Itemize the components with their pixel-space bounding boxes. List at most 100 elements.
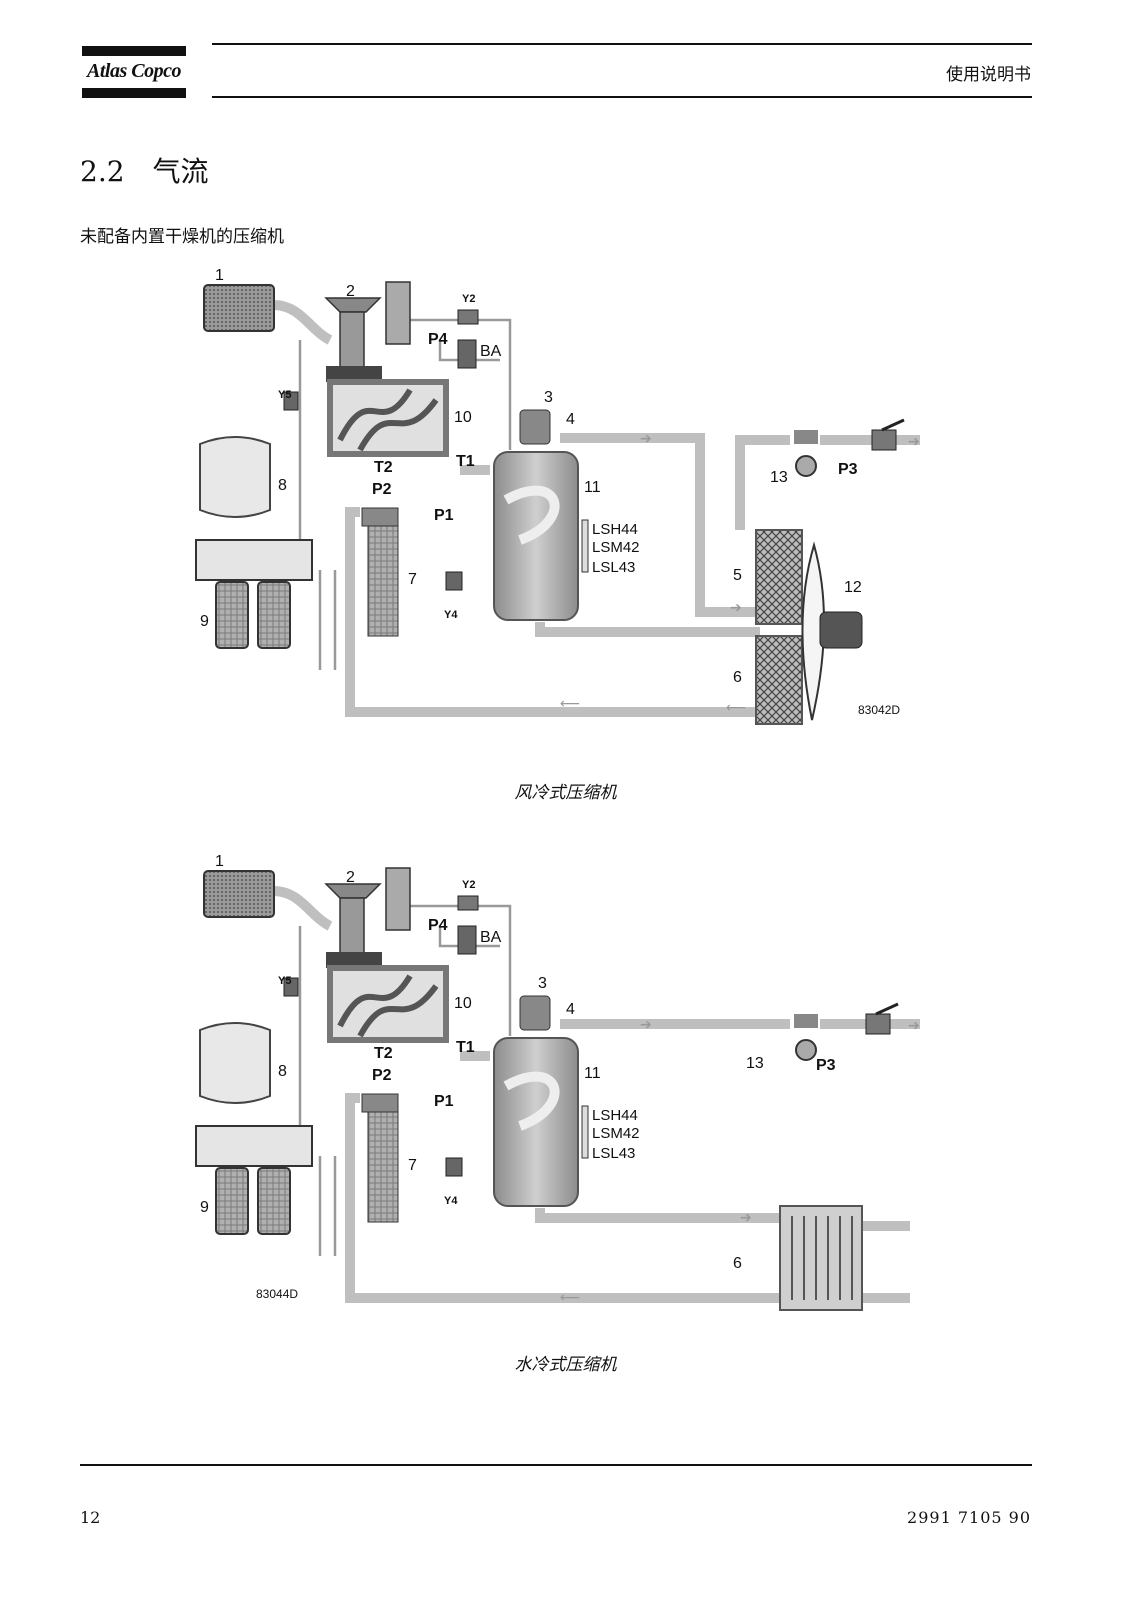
label-t1: T1 [456, 453, 475, 470]
label-lsl43: LSL43 [592, 1145, 635, 1162]
document-number: 2991 7105 90 [907, 1508, 1031, 1527]
label-13: 13 [746, 1055, 764, 1072]
label-6: 6 [733, 1255, 742, 1272]
label-2: 2 [346, 869, 355, 886]
label-lsl43: LSL43 [592, 559, 635, 576]
svg-text:➔: ➔ [640, 1016, 652, 1032]
label-t2: T2 [374, 459, 393, 476]
label-lsh44: LSH44 [592, 521, 638, 538]
svg-text:➔: ➔ [740, 1209, 752, 1225]
outlet-ball-valve [865, 1002, 899, 1035]
figure-caption: 风冷式压缩机 [514, 783, 617, 803]
label-p3: P3 [816, 1057, 836, 1074]
swirl-arrow [503, 485, 560, 545]
label-ba: BA [480, 929, 502, 946]
label-p1: P1 [434, 507, 454, 524]
label-lsh44: LSH44 [592, 1107, 638, 1124]
section-subtitle: 未配备内置干燥机的压缩机 [80, 227, 284, 247]
label-p4: P4 [428, 917, 448, 934]
water-separator-13 [794, 430, 818, 477]
flow-arrow-glyphs: ➔➔⟵⟵➔ [560, 430, 920, 715]
diagram-labels: 1 2 3 4 6 7 8 9 10 11 13 Y2 Y4 Y5 P4 BA … [200, 853, 836, 1301]
svg-text:⟵: ⟵ [726, 699, 746, 715]
label-lsm42: LSM42 [592, 1125, 640, 1142]
fan-motor [819, 611, 863, 649]
label-11: 11 [584, 1065, 601, 1082]
label-p4: P4 [428, 331, 448, 348]
thin-lines [298, 318, 512, 670]
label-p2: P2 [372, 481, 392, 498]
svg-text:⟵: ⟵ [560, 1289, 580, 1305]
blow-off-valve-ba [457, 925, 477, 955]
air-filter [203, 284, 275, 332]
diagram-labels: 1 2 3 4 5 6 7 8 9 10 11 12 13 Y2 Y4 Y5 P… [200, 267, 900, 717]
figure-caption: 水冷式压缩机 [514, 1355, 617, 1375]
svg-text:➔: ➔ [730, 599, 742, 615]
label-t1: T1 [456, 1039, 475, 1056]
label-3: 3 [544, 389, 553, 406]
figure-code: 83042D [858, 703, 900, 717]
label-7: 7 [408, 1157, 417, 1174]
filter-9b [257, 581, 291, 649]
vessel-8 [199, 436, 271, 518]
valve-y2 [457, 895, 479, 911]
inlet-valve [324, 297, 382, 382]
manifold [195, 539, 313, 581]
label-y2: Y2 [462, 879, 475, 891]
page-number: 12 [80, 1508, 101, 1527]
label-y4: Y4 [444, 1195, 458, 1207]
blow-off-valve-ba [457, 339, 477, 369]
level-switch-column [581, 519, 589, 573]
label-11: 11 [584, 479, 601, 496]
svg-text:➔: ➔ [640, 430, 652, 446]
figure-code: 83044D [256, 1287, 298, 1301]
valve-y4 [445, 1157, 463, 1177]
label-9: 9 [200, 1199, 209, 1216]
flow-pipes [273, 300, 920, 717]
oil-cartridge-7 [361, 1093, 399, 1223]
document-title: 使用说明书 [946, 65, 1031, 85]
logo-bar-bottom [82, 88, 186, 98]
label-p3: P3 [838, 461, 858, 478]
label-8: 8 [278, 1063, 287, 1080]
label-5: 5 [733, 567, 742, 584]
fan-12 [801, 541, 825, 721]
svg-text:➔: ➔ [908, 1017, 920, 1033]
label-10: 10 [454, 409, 472, 426]
label-9: 9 [200, 613, 209, 630]
swirl-arrow [503, 1071, 560, 1131]
level-switch-column [581, 1105, 589, 1159]
valve-y4 [445, 571, 463, 591]
label-13: 13 [770, 469, 788, 486]
filter-9b [257, 1167, 291, 1235]
air-cooled-diagram: ➔➔⟵⟵➔ 1 2 3 4 5 6 7 8 9 10 11 12 13 Y2 Y… [195, 267, 920, 725]
min-pressure-valve [519, 995, 551, 1031]
label-y4: Y4 [444, 609, 458, 621]
air-filter [203, 870, 275, 918]
section-title: 2.2 气流 [80, 155, 209, 188]
flow-arrow-glyphs: ➔ ➔ ⟵ ➔ [560, 1016, 920, 1305]
label-4: 4 [566, 1001, 575, 1018]
unloader-cylinder [385, 867, 411, 931]
label-6: 6 [733, 669, 742, 686]
inlet-valve [324, 883, 382, 968]
logo-bar-top [82, 46, 186, 56]
aftercooler-5 [755, 529, 803, 625]
svg-text:⟵: ⟵ [560, 695, 580, 711]
header-rule-top [212, 43, 1032, 45]
label-4: 4 [566, 411, 575, 428]
outlet-ball-valve [871, 418, 905, 451]
label-1: 1 [215, 853, 224, 870]
oil-cartridge-7 [361, 507, 399, 637]
compressor-element [327, 379, 449, 457]
label-2: 2 [346, 283, 355, 300]
manifold [195, 1125, 313, 1167]
label-y5: Y5 [278, 389, 291, 401]
water-separator-13 [794, 1014, 818, 1061]
footer-rule [80, 1464, 1032, 1466]
min-pressure-valve [519, 409, 551, 445]
compressor-element [327, 965, 449, 1043]
label-p2: P2 [372, 1067, 392, 1084]
atlas-copco-logo: Atlas Copco [87, 60, 181, 82]
unloader-cylinder [385, 281, 411, 345]
